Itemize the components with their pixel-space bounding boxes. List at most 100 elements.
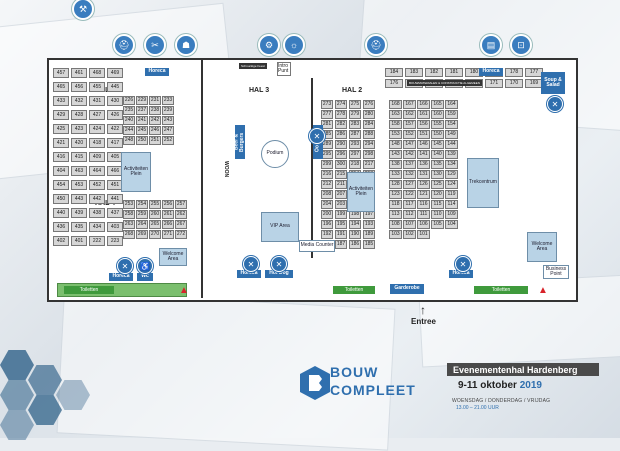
stand: 182 [425, 68, 443, 77]
stand: 108 [389, 220, 402, 229]
helmet-icon: ⛑ [365, 34, 387, 56]
stand: 246 [149, 126, 161, 135]
stand: 107 [403, 220, 416, 229]
stand: 143 [389, 150, 402, 159]
stand: 166 [417, 100, 430, 109]
horeca-box: Horeca [237, 270, 261, 278]
stand: 468 [89, 68, 105, 78]
stand: 299 [321, 160, 333, 169]
stand: 138 [389, 160, 402, 169]
stand: 275 [349, 100, 361, 109]
stand: 109 [445, 210, 458, 219]
stand: 261 [162, 210, 174, 219]
hex-decoration [28, 395, 62, 425]
brand-line1: BOUW [330, 364, 379, 380]
stand: 163 [389, 110, 402, 119]
stand: 176 [385, 79, 403, 88]
stand: 190 [349, 230, 361, 239]
stand: 161 [417, 110, 430, 119]
stand: 117 [403, 200, 416, 209]
stand: 223 [107, 236, 123, 246]
soup-salad: Soup & Salad [541, 72, 565, 94]
stand: 226 [123, 96, 135, 105]
hall-wall [311, 78, 313, 258]
stand: 113 [389, 210, 402, 219]
media-counter: Media Counter [299, 240, 335, 252]
stand: 130 [431, 170, 444, 179]
stand: 276 [363, 100, 375, 109]
stand: 401 [71, 236, 87, 246]
stand: 273 [321, 100, 333, 109]
stand: 165 [431, 100, 444, 109]
stand: 251 [149, 136, 161, 145]
stand: 196 [321, 220, 333, 229]
stand: 158 [389, 120, 402, 129]
woon-label: WOON [221, 160, 231, 179]
stand: 260 [149, 210, 161, 219]
stand: 452 [89, 180, 105, 190]
stand: 463 [71, 166, 87, 176]
stand: 215 [335, 170, 347, 179]
stand: 233 [162, 96, 174, 105]
stand: 131 [417, 170, 430, 179]
stand: 293 [349, 140, 361, 149]
stand: 128 [389, 180, 402, 189]
beer-burgers: Beer & Burgers [234, 125, 245, 159]
stand: 181 [445, 68, 463, 77]
stand: 134 [445, 160, 458, 169]
sponsor-label: Schnuckige Feest [239, 63, 267, 69]
stand: 110 [431, 210, 444, 219]
stand: 211 [335, 180, 347, 189]
venue-banner: Evenementenhal Hardenberg [447, 363, 599, 376]
hardhat-icon: ⛑ [113, 34, 135, 56]
stand: 142 [403, 150, 416, 159]
stand: 170 [505, 79, 523, 88]
classroom-icon: ⊡ [510, 34, 532, 56]
stand: 420 [71, 138, 87, 148]
hall-label: HAL 4 [95, 87, 116, 94]
stand: 423 [71, 124, 87, 134]
hall-label: HAL 3 [249, 87, 270, 94]
stand: 123 [389, 190, 402, 199]
hotdog-box: Hot Dog [265, 270, 293, 278]
stand: 455 [89, 82, 105, 92]
stand: 290 [335, 140, 347, 149]
stand: 160 [431, 110, 444, 119]
stand: 192 [321, 230, 333, 239]
stand: 240 [123, 116, 135, 125]
stand: 270 [149, 230, 161, 239]
bouwcompleet-logo-icon [300, 366, 330, 400]
vip-area: VIP Area [261, 212, 299, 242]
stand: 191 [335, 230, 347, 239]
stand: 418 [89, 138, 105, 148]
entrance-arrow-icon: ▲ [179, 285, 189, 296]
stand: 428 [71, 110, 87, 120]
hall-label: HAL 2 [342, 87, 363, 94]
stand: 429 [53, 110, 69, 120]
worker-icon: ☗ [175, 34, 197, 56]
stand: 229 [136, 96, 148, 105]
stand: 453 [71, 180, 87, 190]
stand: 262 [175, 210, 187, 219]
stand: 243 [162, 116, 174, 125]
stand: 421 [53, 138, 69, 148]
stand: 294 [363, 140, 375, 149]
toilets-label: Toiletten [64, 286, 114, 294]
stand: 114 [445, 200, 458, 209]
stand: 283 [349, 120, 361, 129]
stand: 300 [335, 160, 347, 169]
stand: 132 [403, 170, 416, 179]
stand: 186 [349, 240, 361, 249]
stand: 436 [53, 222, 69, 232]
stand: 434 [89, 222, 105, 232]
stand: 257 [175, 200, 187, 209]
stand: 144 [445, 140, 458, 149]
stand: 425 [53, 124, 69, 134]
food-icon: ✕ [117, 258, 133, 274]
stand: 135 [431, 160, 444, 169]
stand: 151 [417, 130, 430, 139]
toilet-icon: ♿ [137, 258, 153, 274]
stand: 433 [53, 96, 69, 106]
stand: 119 [445, 190, 458, 199]
